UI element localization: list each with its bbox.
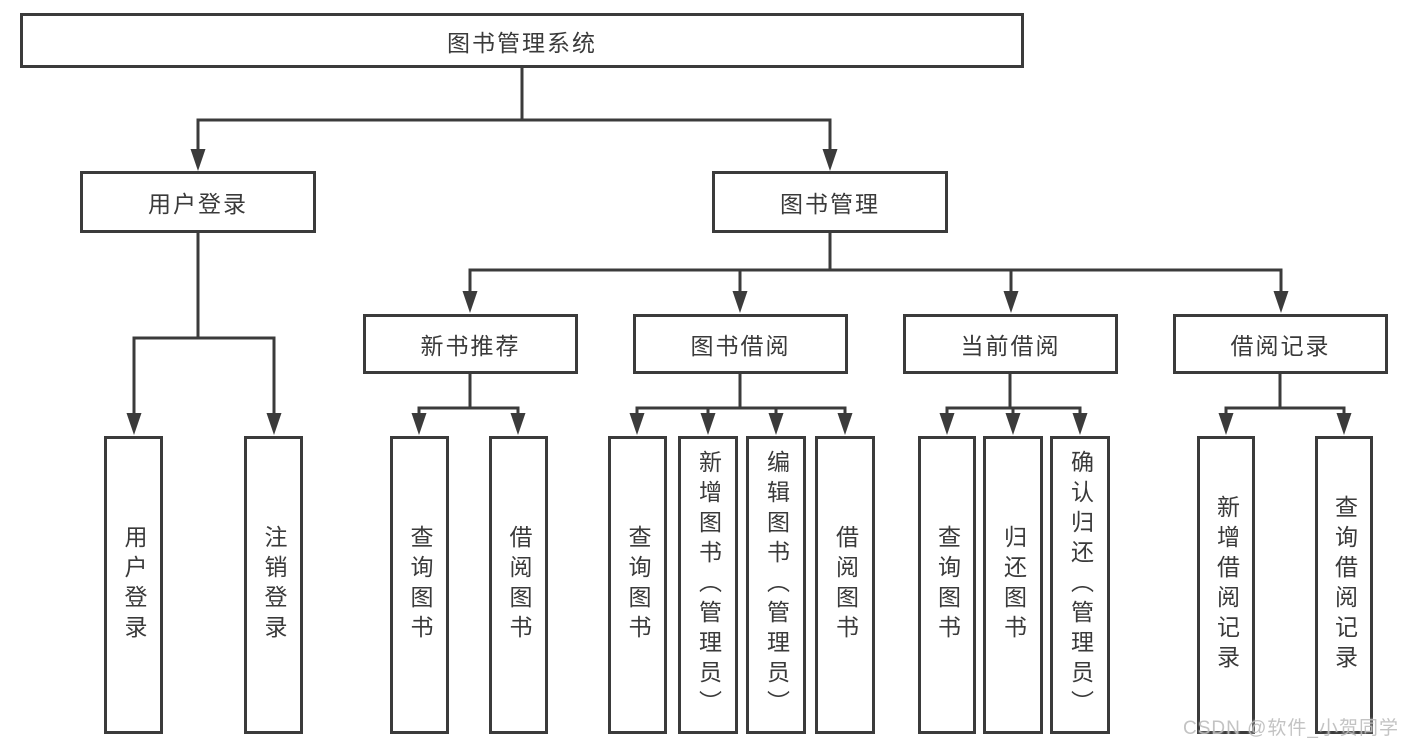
arrowhead bbox=[1336, 413, 1352, 435]
arrowhead bbox=[1218, 413, 1234, 435]
leaf-confirm-return-admin: 确认归还（管理员） bbox=[1050, 436, 1110, 734]
leaf-query-borrow-record: 查询借阅记录 bbox=[1315, 436, 1373, 734]
node-label: 编辑图书（管理员） bbox=[763, 450, 790, 720]
arrowhead bbox=[510, 413, 526, 435]
arrowhead bbox=[1273, 291, 1289, 313]
node-book-management: 图书管理 bbox=[712, 171, 948, 233]
connector-current-borrow-to-leaves bbox=[945, 372, 1082, 420]
node-label: 新增借阅记录 bbox=[1213, 495, 1240, 675]
leaf-user-login: 用户登录 bbox=[104, 436, 163, 734]
arrowhead bbox=[732, 291, 748, 313]
arrowhead bbox=[190, 149, 206, 171]
node-label: 新书推荐 bbox=[420, 333, 521, 359]
node-label: 图书借阅 bbox=[690, 333, 791, 359]
leaf-query-books-current: 查询图书 bbox=[918, 436, 976, 734]
connector-book-borrow-to-leaves bbox=[635, 372, 847, 420]
node-label: 查询借阅记录 bbox=[1331, 495, 1358, 675]
arrowhead bbox=[768, 413, 784, 435]
leaf-add-books-admin: 新增图书（管理员） bbox=[678, 436, 738, 734]
node-label: 查询图书 bbox=[407, 525, 433, 645]
node-label: 用户登录 bbox=[148, 191, 248, 217]
node-label: 图书管理系统 bbox=[447, 29, 597, 56]
arrowhead bbox=[266, 413, 282, 435]
arrowhead bbox=[700, 413, 716, 435]
leaf-add-borrow-record: 新增借阅记录 bbox=[1197, 436, 1255, 734]
connector-root-to-level2 bbox=[196, 66, 832, 155]
arrowhead bbox=[939, 413, 955, 435]
arrowhead bbox=[411, 413, 427, 435]
node-new-book-recommend: 新书推荐 bbox=[363, 314, 578, 374]
node-label: 借阅记录 bbox=[1230, 333, 1331, 359]
leaf-borrow-books-borrow: 借阅图书 bbox=[815, 436, 875, 734]
arrowhead bbox=[462, 291, 478, 313]
node-root: 图书管理系统 bbox=[20, 13, 1024, 68]
node-label: 归还图书 bbox=[1000, 525, 1027, 645]
arrowhead bbox=[1003, 291, 1019, 313]
node-label: 用户登录 bbox=[121, 525, 147, 645]
arrowhead bbox=[629, 413, 645, 435]
arrowhead bbox=[822, 149, 838, 171]
arrowhead bbox=[1005, 413, 1021, 435]
node-label: 借阅图书 bbox=[832, 525, 859, 645]
node-current-borrow: 当前借阅 bbox=[903, 314, 1118, 374]
node-user-login: 用户登录 bbox=[80, 171, 316, 233]
node-label: 图书管理 bbox=[780, 191, 880, 217]
node-label: 借阅图书 bbox=[506, 525, 532, 645]
connector-borrow-records-to-leaves bbox=[1224, 372, 1346, 420]
node-label: 新增图书（管理员） bbox=[695, 450, 722, 720]
leaf-edit-books-admin: 编辑图书（管理员） bbox=[746, 436, 806, 734]
node-book-borrow: 图书借阅 bbox=[633, 314, 848, 374]
connector-new-book-recommend-to-leaves bbox=[417, 372, 520, 420]
leaf-return-books: 归还图书 bbox=[983, 436, 1043, 734]
node-label: 当前借阅 bbox=[960, 333, 1061, 359]
leaf-borrow-books-recommend: 借阅图书 bbox=[489, 436, 548, 734]
node-borrow-records: 借阅记录 bbox=[1173, 314, 1388, 374]
arrowhead bbox=[1072, 413, 1088, 435]
leaf-query-books-borrow: 查询图书 bbox=[608, 436, 667, 734]
connector-user-login-to-leaves bbox=[132, 231, 276, 420]
watermark: CSDN @软件_小贺同学 bbox=[1183, 718, 1399, 739]
node-label: 注销登录 bbox=[261, 525, 287, 645]
node-label: 查询图书 bbox=[934, 525, 961, 645]
leaf-logout: 注销登录 bbox=[244, 436, 303, 734]
node-label: 确认归还（管理员） bbox=[1067, 450, 1094, 720]
arrowhead bbox=[837, 413, 853, 435]
node-label: 查询图书 bbox=[625, 525, 651, 645]
leaf-query-books-recommend: 查询图书 bbox=[390, 436, 449, 734]
connector-book-mgmt-to-level3 bbox=[468, 231, 1283, 298]
arrowhead bbox=[126, 413, 142, 435]
